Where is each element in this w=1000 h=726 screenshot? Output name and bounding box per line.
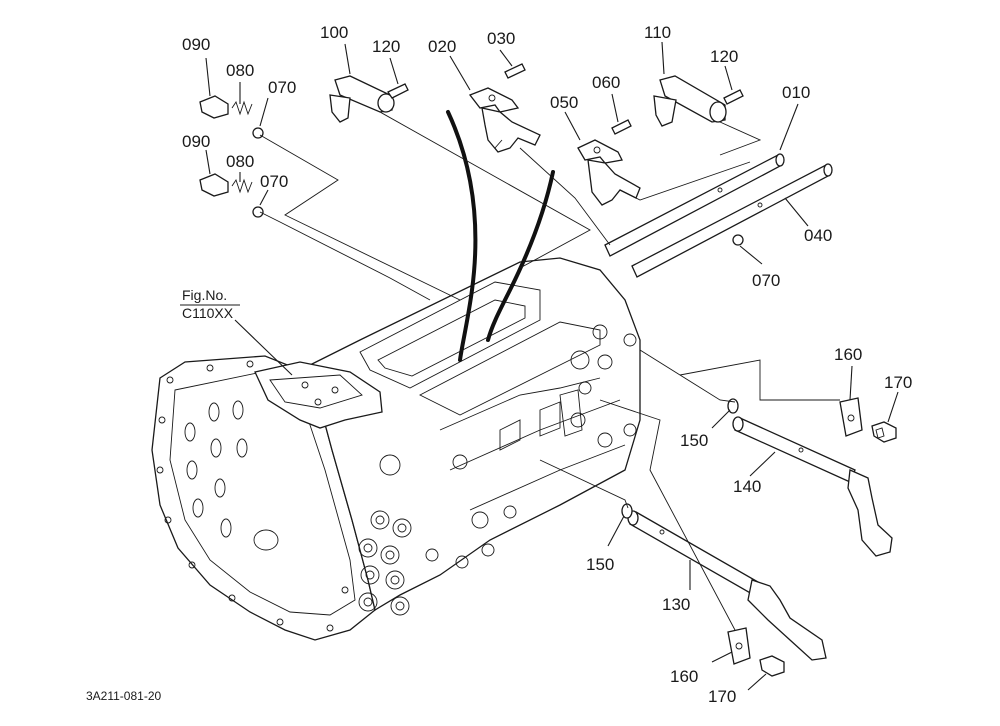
lever-shaft-140: [732, 416, 893, 557]
part-callouts: 090 080 070 090 080 070 100 120 020 030 …: [182, 23, 912, 706]
callout-120-left: 120: [372, 37, 400, 56]
callout-070-rod: 070: [752, 271, 780, 290]
o-rings: [621, 398, 739, 519]
callout-140: 140: [733, 477, 761, 496]
callout-080-lower: 080: [226, 152, 254, 171]
lever-shaft-130: [627, 510, 827, 661]
callout-170-lower: 170: [708, 687, 736, 706]
callout-030: 030: [487, 29, 515, 48]
callout-060: 060: [592, 73, 620, 92]
callout-160-upper: 160: [834, 345, 862, 364]
pins: [387, 63, 744, 135]
figure-reference: Fig.No. C110XX: [180, 287, 240, 321]
callout-080-upper: 080: [226, 61, 254, 80]
bell-housing-holes: [184, 400, 279, 551]
callout-120-right: 120: [710, 47, 738, 66]
shift-rods: [604, 153, 833, 278]
callout-150-lower: 150: [586, 555, 614, 574]
callout-050: 050: [550, 93, 578, 112]
fig-no-label: Fig.No.: [182, 287, 227, 303]
callout-010: 010: [782, 83, 810, 102]
flange-bolts: [156, 360, 349, 632]
shift-fork-020: [468, 87, 541, 153]
leader-lines: [205, 41, 899, 691]
callout-100: 100: [320, 23, 348, 42]
callout-110: 110: [644, 23, 671, 42]
callout-160-lower: 160: [670, 667, 698, 686]
callout-070-lower: 070: [260, 172, 288, 191]
callout-040: 040: [804, 226, 832, 245]
plates-and-bolts: [727, 397, 897, 677]
shift-fork-100: [329, 75, 395, 123]
case-bosses: [379, 324, 637, 569]
lower-ports: [358, 510, 412, 616]
shift-fork-050: [577, 139, 641, 206]
callout-090-lower: 090: [182, 132, 210, 151]
callout-020: 020: [428, 37, 456, 56]
callout-150-upper: 150: [680, 431, 708, 450]
callout-170-upper: 170: [884, 373, 912, 392]
callout-090-upper: 090: [182, 35, 210, 54]
fig-no-code: C110XX: [182, 305, 234, 321]
fork-placement-lines: [446, 110, 555, 362]
callout-130: 130: [662, 595, 690, 614]
shift-fork-110: [653, 75, 727, 127]
transmission-case: [151, 257, 641, 641]
callout-070-upper: 070: [268, 78, 296, 97]
drawing-code: 3A211-081-20: [86, 689, 161, 703]
detent-parts: [199, 95, 744, 246]
